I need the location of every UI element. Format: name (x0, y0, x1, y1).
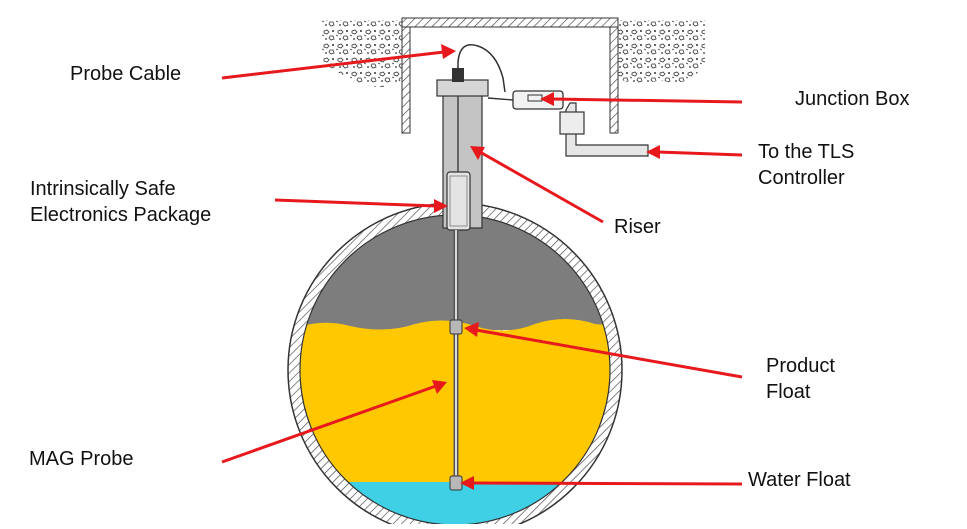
electronics-package (446, 171, 471, 231)
label-riser: Riser (614, 216, 661, 238)
callout-arrows (221, 44, 743, 490)
arrow-tls-controller (657, 150, 743, 157)
ground-gravel-left (322, 20, 402, 88)
label-electronics-line2: Electronics Package (30, 204, 212, 226)
riser-cap (436, 79, 489, 97)
label-product-float-line2: Float (766, 381, 811, 403)
label-mag-probe: MAG Probe (29, 448, 134, 470)
product-float (449, 319, 463, 335)
arrow-mag-probe (221, 384, 437, 464)
probe-cable (457, 44, 506, 93)
label-junction-box: Junction Box (795, 88, 910, 110)
label-probe-cable: Probe Cable (70, 63, 182, 85)
manhole-wall-left (401, 26, 411, 134)
manhole-lid (401, 17, 619, 28)
label-water-float: Water Float (748, 469, 851, 491)
label-product-float-line1: Product (766, 355, 835, 377)
arrow-water-float (471, 481, 743, 486)
label-tls-line1: To the TLS (758, 141, 855, 163)
manhole-wall-right (609, 26, 619, 134)
arrow-product-float (475, 328, 743, 379)
label-tls-line2: Controller (758, 167, 845, 189)
arrow-riser (479, 150, 604, 224)
arrow-electronics-package (274, 198, 437, 208)
label-electronics-line1: Intrinsically Safe (30, 178, 176, 200)
ground-gravel-right (618, 20, 705, 84)
arrow-probe-cable (221, 50, 445, 80)
arrow-junction-box (551, 97, 743, 104)
